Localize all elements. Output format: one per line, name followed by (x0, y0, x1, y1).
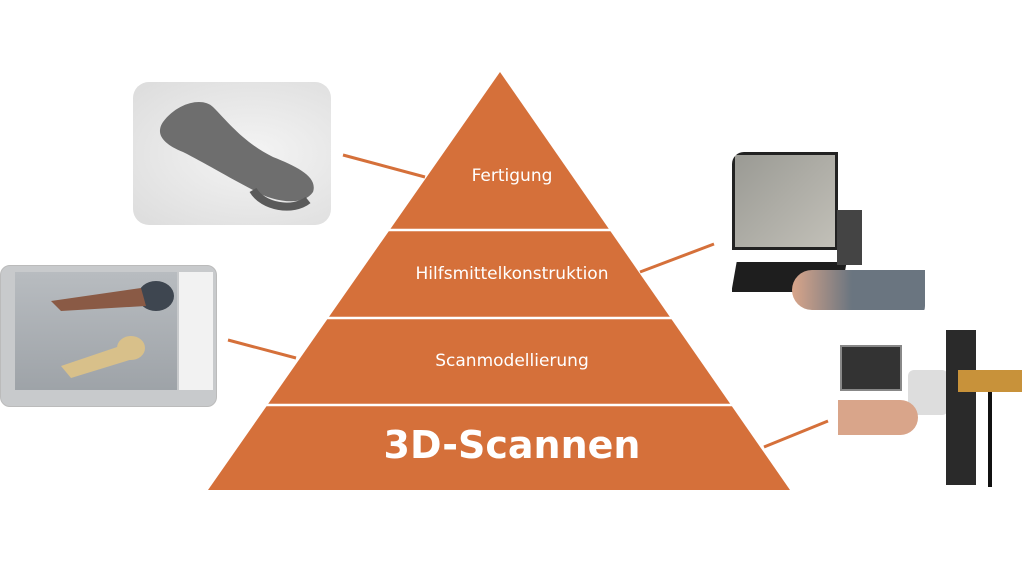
connector-line-fertigung (342, 153, 426, 179)
scanner-arm (837, 210, 862, 265)
laptop (840, 345, 902, 391)
tripod (988, 392, 992, 487)
connector-line-scannen (763, 419, 829, 449)
photo-workstation (732, 152, 925, 318)
photo-handheld-scanning (838, 330, 1024, 490)
cad-side-panel (179, 272, 213, 390)
connector-line-konstruktion (639, 242, 715, 274)
level-label-fertigung: Fertigung (471, 166, 553, 186)
person-legs (946, 330, 976, 485)
level-label-scanmodellierung: Scanmodellierung (435, 351, 589, 371)
pyramid-shape (208, 72, 790, 490)
monitor (732, 152, 838, 250)
operator-arm (792, 270, 925, 310)
level-label-3d-scannen: 3D-Scannen (383, 423, 641, 467)
cad-arm-models (51, 281, 174, 378)
orthosis-image (159, 102, 314, 211)
photo-cad-software (0, 265, 217, 407)
photo-printed-orthosis (133, 82, 331, 225)
connector-line-modellierung (227, 338, 297, 360)
arm-fixture (958, 370, 1022, 392)
level-label-hilfsmittelkonstruktion: Hilfsmittelkonstruktion (415, 264, 609, 284)
operator-arm (838, 400, 918, 435)
